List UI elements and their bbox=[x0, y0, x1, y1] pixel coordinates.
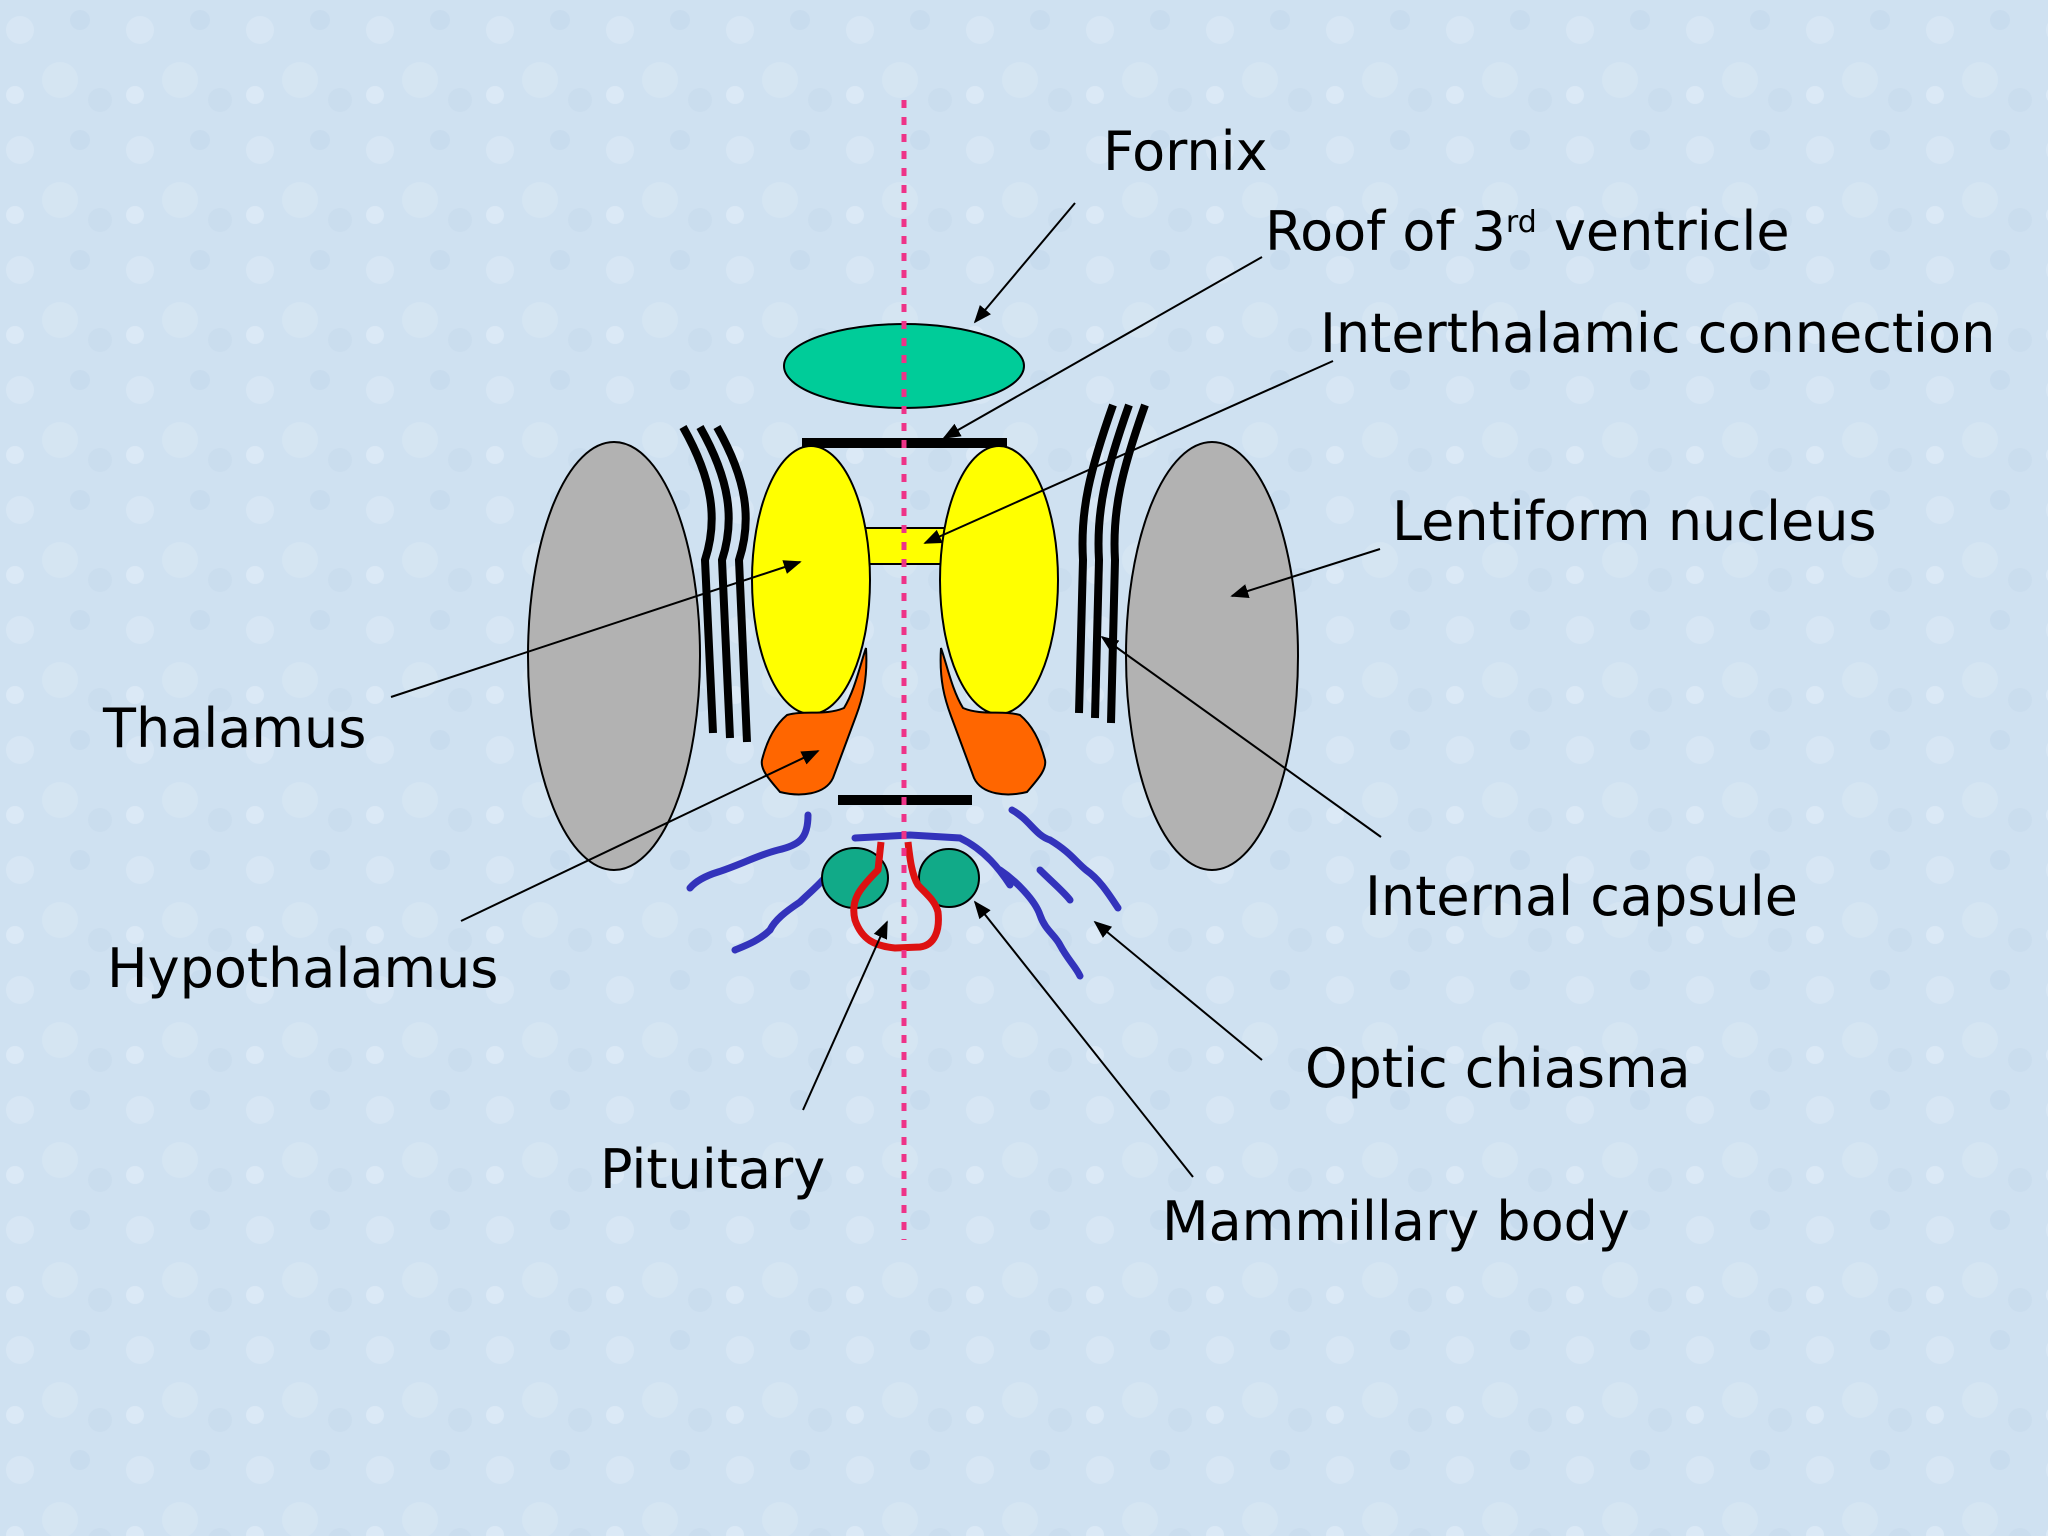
leader-hypothalamus bbox=[460, 750, 820, 922]
leader-optic-chiasma bbox=[1093, 920, 1263, 1061]
label-roof-of-third-ventricle: Roof of 3rd ventricle bbox=[1265, 200, 1790, 263]
optic-tracts bbox=[686, 806, 1122, 980]
leader-lentiform bbox=[1230, 548, 1381, 598]
label-roof-rest: ventricle bbox=[1537, 200, 1790, 263]
label-mammillary-body: Mammillary body bbox=[1162, 1190, 1630, 1253]
pituitary-shape bbox=[850, 841, 942, 952]
label-fornix: Fornix bbox=[1103, 120, 1268, 183]
label-roof-superscript: rd bbox=[1506, 205, 1537, 240]
label-thalamus: Thalamus bbox=[102, 697, 366, 760]
lentiform-nucleus-left bbox=[527, 441, 701, 871]
label-optic-chiasma: Optic chiasma bbox=[1305, 1037, 1691, 1100]
internal-capsule-right bbox=[1075, 403, 1149, 724]
mammillary-body-right bbox=[918, 848, 980, 908]
label-hypothalamus: Hypothalamus bbox=[107, 937, 498, 1000]
leader-mammillary bbox=[973, 900, 1194, 1178]
label-internal-capsule: Internal capsule bbox=[1365, 865, 1798, 928]
thalamus-left bbox=[751, 445, 871, 715]
hypothalamus-right bbox=[939, 647, 1047, 796]
label-lentiform-nucleus: Lentiform nucleus bbox=[1392, 490, 1877, 553]
leader-thalamus bbox=[390, 560, 802, 698]
lentiform-nucleus-right bbox=[1125, 441, 1299, 871]
thalamus-right bbox=[939, 445, 1059, 715]
leader-lines bbox=[390, 202, 1382, 1178]
label-roof-main: Roof of 3 bbox=[1265, 200, 1506, 263]
leader-fornix bbox=[973, 202, 1076, 324]
label-pituitary: Pituitary bbox=[600, 1138, 825, 1201]
hypothalamus-left bbox=[760, 647, 868, 796]
leader-pituitary bbox=[802, 920, 888, 1111]
label-interthalamic-connection: Interthalamic connection bbox=[1320, 302, 1995, 365]
leader-roof bbox=[942, 256, 1263, 439]
internal-capsule-left bbox=[679, 425, 751, 743]
leader-internal-capsule bbox=[1100, 635, 1382, 838]
leader-interthalamic bbox=[923, 360, 1334, 544]
